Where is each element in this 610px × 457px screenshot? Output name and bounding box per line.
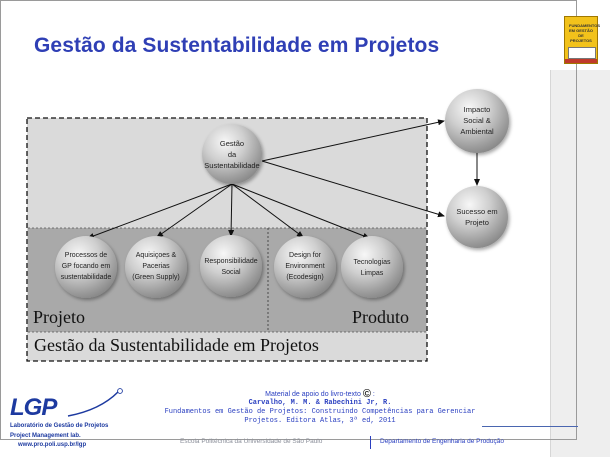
book-cover-stripe [565,59,597,63]
node-gestao-circle [202,124,262,184]
ref-authors: Carvalho, M. M. & Rabechini Jr, R. [248,399,392,407]
ref-publisher: Projetos. Editora Atlas, 3ª ed, 2011 [244,417,396,425]
node-impacto-line2: Social & [463,116,491,125]
node-design-line3: (Ecodesign) [286,274,323,281]
arrow-gestao-responsabilidade [228,183,235,237]
copyright-icon: © [362,388,371,400]
node-processos-circle [55,236,117,298]
footer-reference: Material de apoio do livro-texto © : Car… [148,388,492,426]
node-design-environment: Design for Environment (Ecodesign) [274,236,336,298]
node-impacto-line1: Impacto [464,105,491,114]
footer-department: Departamento de Engenharia de Produção [380,438,504,445]
node-gestao-line1: Gestão [220,139,244,148]
node-design-line1: Design for [289,252,322,259]
footer-rule [482,426,578,427]
lab-name: Laboratório de Gestão de Projetos [10,423,109,429]
lgp-logo-text: LGP [10,394,57,421]
node-tecnologias-line2: Limpas [361,270,384,277]
footer-separator [370,436,371,449]
node-aquisicoes-circle [125,236,187,298]
sustainability-diagram: Gestão da Sustentabilidade Impacto Socia… [26,89,509,362]
region-label-projeto: Projeto [33,307,85,327]
slide-frame [0,0,577,440]
node-impacto-circle [445,89,509,153]
lgp-orbit-icon [67,388,123,417]
node-responsabilidade-circle [200,235,262,297]
node-impacto-line3: Ambiental [460,127,494,136]
arrow-gestao-impacto [261,119,445,162]
node-aquisicoes-parcerias: Aquisiçoes & Pacerias (Green Supply) [125,236,187,298]
node-gestao-sustentabilidade: Gestão da Sustentabilidade [202,124,262,184]
region-label-gestao: Gestão da Sustentabilidade em Projetos [34,335,319,355]
slide-title: Gestão da Sustentabilidade em Projetos [34,34,440,57]
node-design-circle [274,236,336,298]
node-processos-line1: Processos de [65,252,108,259]
node-sucesso-circle [446,186,508,248]
arrow-gestao-aquisicoes [156,183,233,238]
node-processos-line2: GP focando em [62,263,111,270]
node-processos-line3: sustentabilidade [61,274,112,281]
region-label-produto: Produto [352,307,410,327]
node-gestao-line3: Sustentabilidade [204,161,259,170]
node-aquisicoes-line1: Aquisiçoes & [136,252,177,259]
node-tecnologias-circle [341,236,403,298]
ref-book-title: Fundamentos em Gestão de Projetos: Const… [164,408,476,416]
node-gestao-line2: da [228,150,237,159]
footer-school: Escola Politécnica da Universidade de Sã… [180,438,323,445]
lgp-logo: LGP Laboratório de Gestão de Projetos Pr… [8,388,138,456]
book-cover-figure [568,47,596,59]
arrow-gestao-tecnologias [231,183,370,239]
node-sucesso-projeto: Sucesso em Projeto [446,186,508,248]
ref-line1-text: Material de apoio do livro-texto [265,391,361,398]
node-sucesso-line1: Sucesso em [456,207,497,216]
arrow-gestao-processos [87,183,233,239]
right-decor-band [550,70,610,457]
arrow-gestao-design [231,183,304,238]
node-sucesso-line2: Projeto [465,218,489,227]
arrow-gestao-sucesso [261,160,445,218]
node-responsabilidade-line2: Social [221,269,241,276]
lab-pm-name: Project Management lab. [10,433,81,439]
node-aquisicoes-line3: (Green Supply) [132,274,179,281]
node-processos-gp: Processos de GP focando em sustentabilid… [55,236,117,298]
node-responsabilidade-line1: Responsibilidade [204,258,257,265]
node-design-line2: Environment [285,263,324,270]
node-tecnologias-line1: Tecnologias [354,259,391,266]
lab-url: www.pro.poli.usp.br/lgp [18,442,87,448]
book-cover-image: FUNDAMENTOS EM GESTÃO DE PROJETOS [564,16,601,64]
node-tecnologias-limpas: Tecnologias Limpas [341,236,403,298]
node-impacto-social-ambiental: Impacto Social & Ambiental [445,89,509,153]
ref-line1-tail: : [372,391,375,398]
node-responsabilidade-social: Responsibilidade Social [200,235,262,297]
ref-line1: Material de apoio do livro-texto © : [148,388,492,400]
node-aquisicoes-line2: Pacerias [142,263,170,270]
book-cover-title: FUNDAMENTOS EM GESTÃO DE PROJETOS [569,23,601,43]
